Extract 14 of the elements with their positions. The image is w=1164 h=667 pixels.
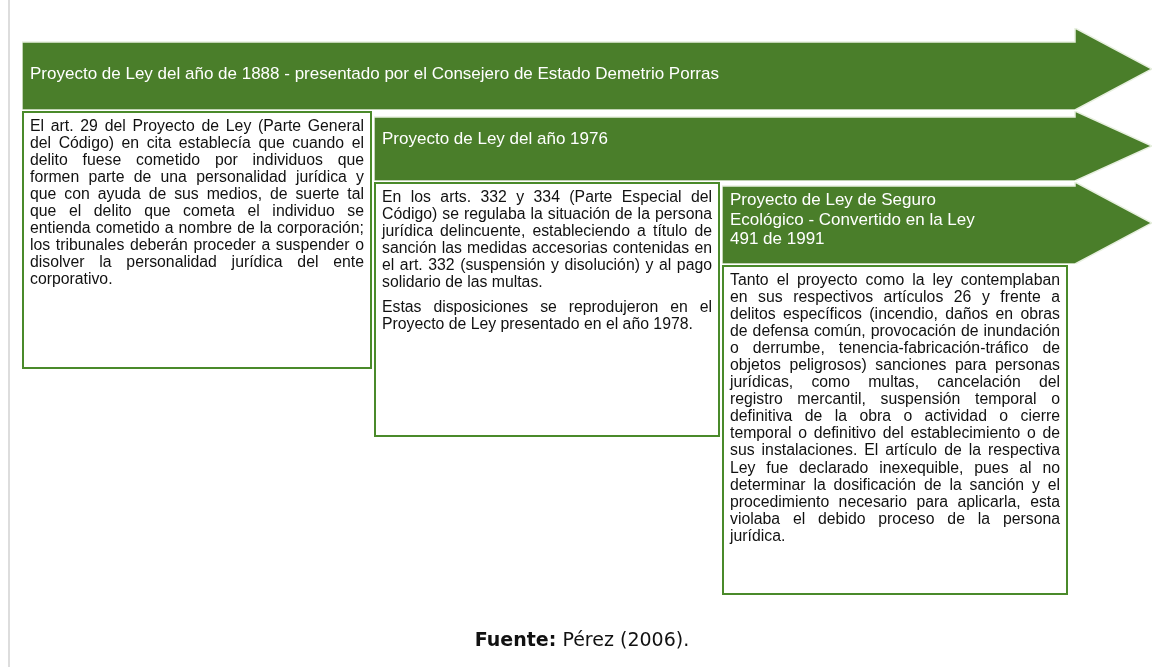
text-box	[374, 182, 720, 437]
banner-heading: Proyecto de Ley de Seguro Ecológico - Convertido en la Ley 491 de 1991	[730, 190, 976, 249]
arrow-banner	[722, 182, 1152, 264]
body-text: Estas disposiciones se reprodujeron en el Proyecto de Ley presentado en el año 1978.	[382, 298, 712, 333]
caption: Fuente: Pérez (2006).	[473, 628, 691, 650]
body-text: El art. 29 del Proyecto de Ley (Parte General del Código) en cita establecía que cuando el delito fuese cometido por individuos que formen parte de una personalidad jurídica y que con ayuda de sus medios, de suerte tal que el delito que cometa el individuo se entienda cometido a nombre de la corporación; los tribunales deberán proceder a suspender o disolver la personalidad jurídica del ente corporativo.	[30, 117, 364, 288]
banner-heading: Proyecto de Ley del año de 1888 - presentado por el Consejero de Estado Demetrio Porras	[30, 64, 720, 84]
arrow-banner	[22, 28, 1152, 110]
text-box	[22, 111, 372, 369]
text-box	[722, 265, 1068, 595]
body-text: Tanto el proyecto como la ley contemplaban en sus respectivos artículos 26 y frente a delitos específicos (incendio, daños en obras de defensa común, provocación de inundación o derrumbe, tenencia-fabricación-tráfico de objetos peligrosos) sanciones para personas jurídicas, como multas, cancelación del registro mercantil, suspensión temporal o definitiva de la obra o actividad o cierre temporal o definitivo del establecimiento o de sus instalaciones. El artículo de la respectiva Ley fue declarado inexequible, pues al no determinar la dosificación de la sanción y el procedimiento necesario para aplicarla, esta violaba el debido proceso de la persona jurídica.	[730, 271, 1060, 544]
arrow-banner	[374, 111, 1152, 181]
banner-heading: Proyecto de Ley del año 1976	[382, 129, 609, 149]
body-text: En los arts. 332 y 334 (Parte Especial del Código) se regulaba la situación de la persona jurídica delincuente, estableciendo a título de sanción las medidas accesorias contenidas en el art. 332 (suspensión y disolución) y al pago solidario de las multas.	[382, 188, 712, 291]
